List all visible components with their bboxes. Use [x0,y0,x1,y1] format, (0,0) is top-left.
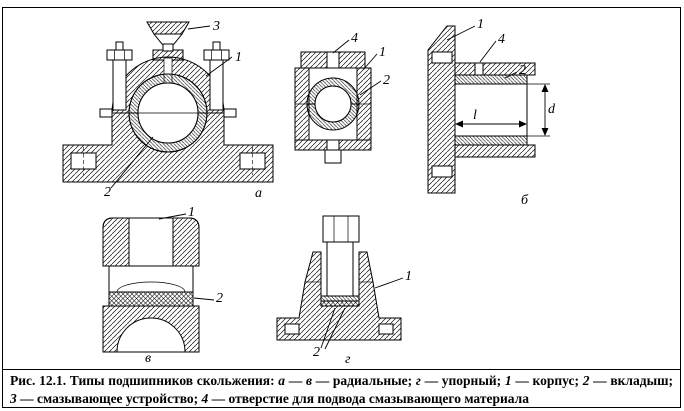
housing-base-section [62,112,274,183]
drawing-spherical-insert-bearing: 4 1 2 [294,31,390,164]
shaft-section [322,215,360,297]
callout-1-housing: 1 [188,205,195,220]
dimension-l [455,120,527,128]
callout-1-housing: 1 [477,17,484,32]
spherical-bushing-section [295,77,371,131]
caption-part: — упорный; [420,373,505,388]
dimension-label-d: d [548,102,556,117]
drawing-a-pillow-block-bearing: 3 1 2 а [62,19,274,201]
caption-part: — отверстие для подвода смазывающего мат… [208,390,529,406]
subfigure-label-g: г [345,352,351,366]
caption-part: — корпус; [511,373,583,388]
split-bushing-section [128,73,208,153]
callout-4-oil-hole: 4 [351,31,358,46]
callout-2-bushing: 2 [216,291,223,306]
callout-2-bushing: 2 [104,185,111,200]
caption-part: — смазывающее устройство; [16,390,202,406]
figure-frame: 3 1 2 а [2,7,681,408]
oil-hole [474,62,484,76]
caption-part: — вкладыш; [589,373,673,388]
bore [454,83,528,137]
cap-bolt-right [203,41,230,111]
callout-2-bushing: 2 [313,345,320,360]
callout-2-bushing: 2 [519,63,526,78]
drawing-v-radial-bush-bearing: 1 2 в [102,205,223,366]
figure-canvas: 3 1 2 а [3,8,680,369]
callout-1-housing: 1 [405,269,412,284]
caption-part: г [415,373,421,388]
callout-3-lubricator: 3 [212,19,220,34]
callout-1-housing: 1 [235,50,242,65]
callout-leaders [320,277,404,350]
callout-leaders [332,39,382,96]
lower-housing-section [102,305,200,353]
dimension-d [527,83,550,137]
shell-section [454,62,536,158]
subfigure-label-v: в [145,351,151,366]
cap-bolt-left [106,41,133,111]
subfigure-label-b: б [521,193,529,208]
subfigure-label-a: а [255,186,262,201]
callout-4-oil-hole: 4 [498,32,505,47]
grease-cup-lubricator [146,21,190,52]
bushing-section [108,291,194,307]
thrust-washers-section [320,295,360,307]
caption-part: Рис. 12.1. Типы подшипников скольжения: [10,373,279,388]
caption-part: 3 [10,390,17,406]
callout-leaders [110,25,233,189]
drawing-g-thrust-bearing: 1 2 г [276,215,412,366]
oil-hole [326,51,340,69]
bushing-section [454,74,528,146]
caption-part: в [305,373,312,388]
dimension-label-l: l [473,108,477,123]
callout-leaders [158,213,215,301]
figure-caption: Рис. 12.1. Типы подшипников скольжения: … [3,369,680,407]
callout-1-housing: 1 [379,45,386,60]
caption-part: — радиальные; [312,373,416,388]
caption-part: 4 [201,390,209,406]
caption-part: 1 [504,373,512,388]
caption-part: — [285,373,306,388]
callout-leaders [446,25,518,79]
caption-part: а [278,373,286,388]
callout-2-bushing: 2 [383,73,390,88]
drawing-b-flanged-bearing: 1 4 2 l d б [427,17,556,208]
caption-part: 2 [582,373,590,388]
housing-section [102,217,200,293]
flange-section [427,25,456,194]
